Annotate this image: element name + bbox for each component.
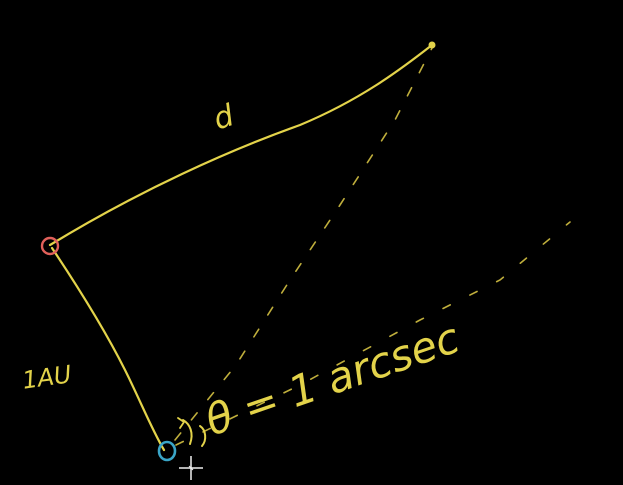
sightline-dashed bbox=[174, 47, 433, 441]
distance-line bbox=[48, 43, 434, 247]
distance-label: d bbox=[209, 98, 239, 137]
angle-arrow bbox=[177, 417, 186, 429]
crosshair-cursor-icon bbox=[179, 456, 203, 480]
star-dot bbox=[428, 41, 436, 49]
angle-arc-inner bbox=[199, 425, 207, 447]
baseline-line bbox=[50, 246, 166, 452]
angle-label: θ = 1 arcsec bbox=[199, 313, 465, 445]
baseline-label: 1AU bbox=[21, 360, 74, 395]
earth-circle bbox=[157, 440, 177, 462]
parallel-dashed bbox=[175, 221, 571, 446]
angle-arc-outer bbox=[182, 419, 193, 445]
sun-circle bbox=[40, 236, 60, 256]
